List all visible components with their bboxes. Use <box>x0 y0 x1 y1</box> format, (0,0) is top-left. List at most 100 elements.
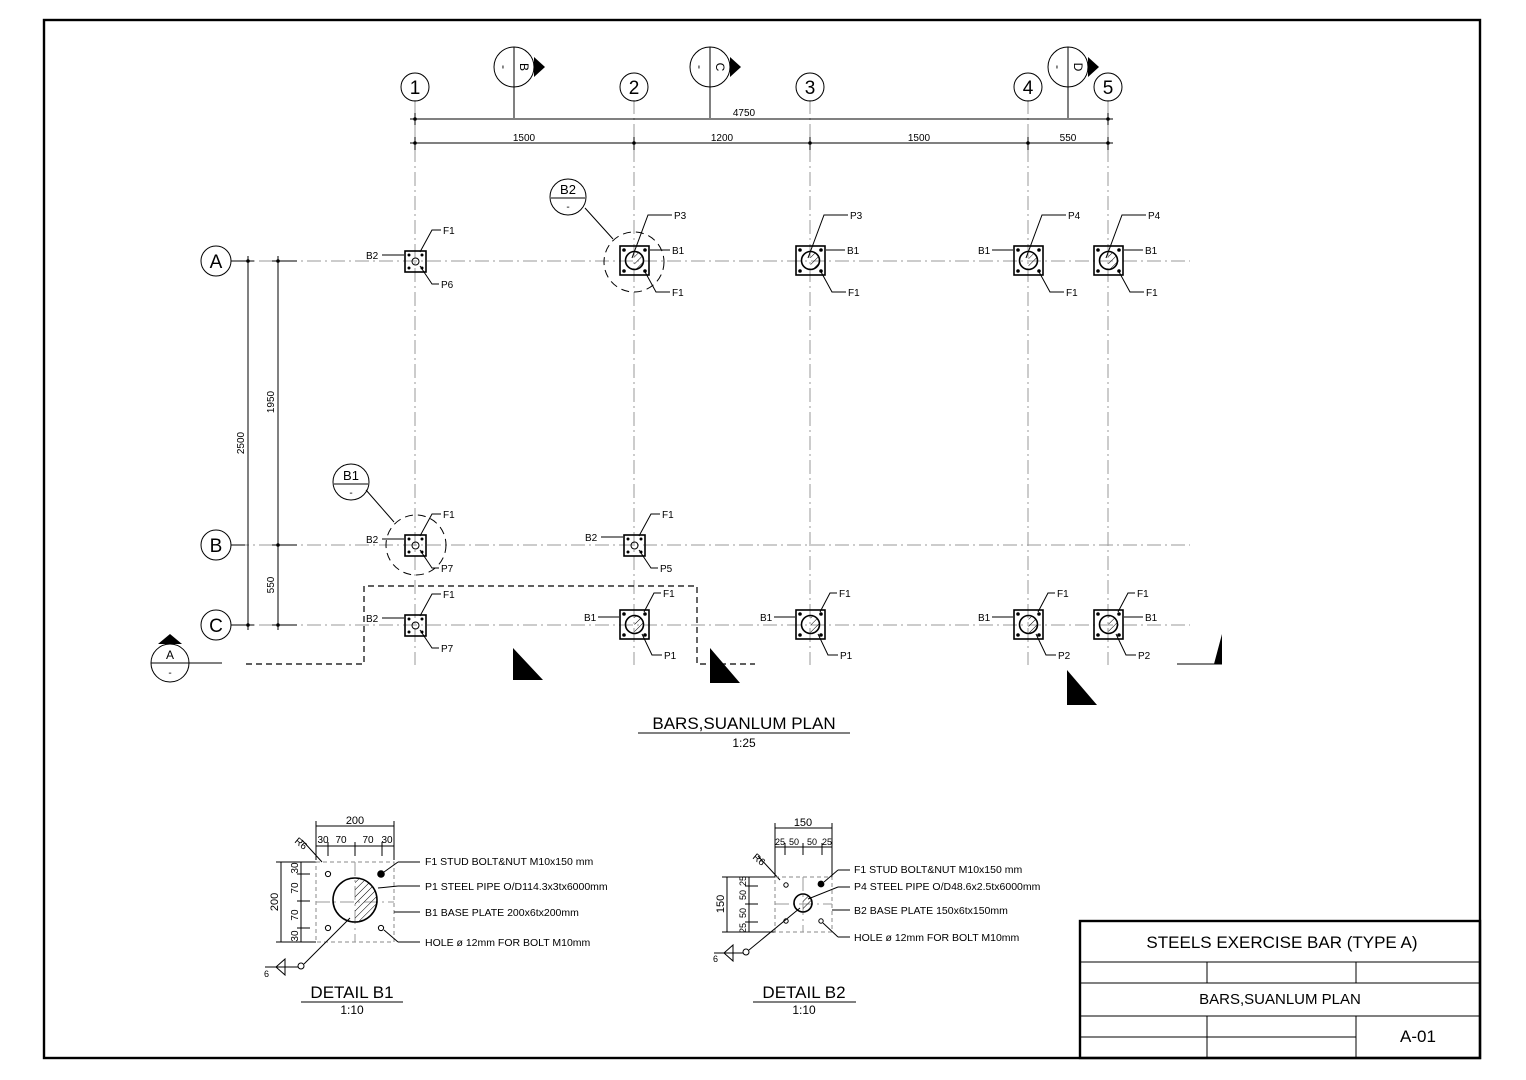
svg-text:50: 50 <box>789 837 799 847</box>
dim-span-4: 550 <box>1060 133 1077 144</box>
dim-span-2: 1200 <box>711 133 734 144</box>
svg-text:F1: F1 <box>443 590 455 601</box>
horizontal-dimensions: 4750 1500 1200 1500 550 <box>410 108 1113 150</box>
section-marker-b: B - <box>493 46 545 118</box>
svg-text:200: 200 <box>346 815 364 827</box>
svg-text:-: - <box>349 488 352 499</box>
detail-callouts: B2 - B1 - A - <box>150 178 665 683</box>
base-plate-C4 <box>1013 609 1044 640</box>
title-block-drawing: BARS,SUANLUM PLAN <box>1199 991 1361 1008</box>
title-block-project: STEELS EXERCISE BAR (TYPE A) <box>1146 933 1417 952</box>
callout-b1: B1 - <box>332 463 447 576</box>
svg-text:-: - <box>168 668 171 679</box>
svg-text:B2: B2 <box>585 533 598 544</box>
svg-text:6: 6 <box>264 969 269 979</box>
svg-text:6: 6 <box>713 954 718 964</box>
svg-text:B1: B1 <box>978 246 991 257</box>
tags-C5: B1 F1 P2 <box>1115 589 1158 662</box>
title-block: STEELS EXERCISE BAR (TYPE A) BARS,SUANLU… <box>1078 919 1482 1060</box>
detail-b2-scale: 1:10 <box>792 1003 816 1017</box>
svg-text:B1: B1 <box>672 246 685 257</box>
grid-center-lines <box>235 100 1190 665</box>
svg-text:C: C <box>209 616 223 637</box>
svg-text:B1: B1 <box>584 613 597 624</box>
svg-text:50: 50 <box>807 837 817 847</box>
svg-text:200: 200 <box>269 893 281 911</box>
svg-text:B: B <box>517 63 531 71</box>
svg-text:P1: P1 <box>840 651 853 662</box>
grid-bubble-C: C <box>200 609 245 641</box>
svg-text:B2: B2 <box>560 182 576 197</box>
svg-text:C: C <box>713 63 727 72</box>
section-marker-c: C - <box>689 46 741 118</box>
dim-span-3: 1500 <box>908 133 931 144</box>
svg-text:25: 25 <box>738 876 748 886</box>
svg-text:F1: F1 <box>1146 288 1158 299</box>
svg-text:B1: B1 <box>1145 246 1158 257</box>
callout-b2: B2 - <box>549 178 665 293</box>
svg-text:B1: B1 <box>978 613 991 624</box>
grid-bubble-4: 4 <box>1013 72 1043 102</box>
tags-A1: B2 F1 P6 <box>366 226 455 291</box>
svg-text:P4: P4 <box>1148 211 1161 222</box>
svg-text:150: 150 <box>794 817 812 829</box>
tags-A2: B1 P3 F1 <box>631 211 687 299</box>
section-marker-d: D - <box>1047 46 1099 118</box>
svg-text:B1: B1 <box>847 246 860 257</box>
svg-text:70: 70 <box>362 835 374 846</box>
svg-text:50: 50 <box>738 908 748 918</box>
dim-overall: 4750 <box>733 108 756 119</box>
svg-text:B: B <box>210 536 223 557</box>
svg-text:-: - <box>1051 65 1065 69</box>
callout-section-a: A - <box>150 634 222 683</box>
plan-title: BARS,SUANLUM PLAN <box>652 714 835 733</box>
svg-text:F1: F1 <box>443 226 455 237</box>
svg-text:A: A <box>166 648 174 662</box>
svg-text:5: 5 <box>1103 78 1114 99</box>
svg-text:25: 25 <box>822 837 832 847</box>
dim-vertical-overall: 2500 <box>236 431 247 454</box>
svg-text:P4 STEEL PIPE O/D48.6x2.5tx: P4 STEEL PIPE O/D48.6x2.5tx6000mm <box>854 881 1041 893</box>
svg-text:P1 STEEL PIPE O/D114.3x3tx6: P1 STEEL PIPE O/D114.3x3tx6000mm <box>425 881 608 893</box>
svg-text:B2: B2 <box>366 614 379 625</box>
plate-tags: B2 F1 P6 B1 P3 F1 B1 P3 F1 B1 P4 F1 B1 P… <box>366 211 1161 662</box>
svg-text:30: 30 <box>317 835 329 846</box>
section-cut-line <box>246 585 1222 705</box>
svg-text:70: 70 <box>290 882 301 894</box>
svg-text:F1: F1 <box>848 288 860 299</box>
svg-text:B2: B2 <box>366 535 379 546</box>
svg-text:F1: F1 <box>663 589 675 600</box>
svg-text:F1: F1 <box>1066 288 1078 299</box>
svg-text:P4: P4 <box>1068 211 1081 222</box>
detail-b1-title: DETAIL B1 <box>310 983 393 1002</box>
svg-text:-: - <box>693 65 707 69</box>
svg-text:R6: R6 <box>750 852 767 869</box>
plan-title-block: BARS,SUANLUM PLAN 1:25 <box>638 714 850 750</box>
grid-column-bubbles: 1 2 3 4 5 <box>400 72 1123 102</box>
tags-A3: B1 P3 F1 <box>807 211 863 299</box>
tags-C3: B1 F1 P1 <box>760 589 853 662</box>
svg-text:P2: P2 <box>1058 651 1071 662</box>
dim-vertical-span-2: 550 <box>266 576 277 593</box>
svg-text:P1: P1 <box>664 651 677 662</box>
svg-text:-: - <box>566 202 569 213</box>
svg-text:150: 150 <box>715 895 727 913</box>
svg-text:F1: F1 <box>1057 589 1069 600</box>
base-plate-C3 <box>795 609 826 640</box>
svg-text:F1 STUD BOLT&NUT M10x150 m: F1 STUD BOLT&NUT M10x150 mm <box>854 864 1022 876</box>
svg-text:4: 4 <box>1023 78 1034 99</box>
svg-text:F1: F1 <box>443 510 455 521</box>
dim-vertical-span-1: 1950 <box>266 390 277 413</box>
svg-text:P7: P7 <box>441 644 454 655</box>
svg-text:1: 1 <box>410 78 421 99</box>
vertical-dimensions: 2500 1950 550 <box>236 256 297 630</box>
svg-text:25: 25 <box>738 923 748 933</box>
base-plate-B2 <box>623 534 646 557</box>
tags-B1: B2 F1 P7 <box>366 510 455 575</box>
base-plate-C2 <box>619 609 650 640</box>
title-block-sheet-no: A-01 <box>1400 1027 1436 1046</box>
tags-A4: B1 P4 F1 <box>978 211 1081 299</box>
svg-text:F1: F1 <box>1137 589 1149 600</box>
svg-text:B1: B1 <box>760 613 773 624</box>
